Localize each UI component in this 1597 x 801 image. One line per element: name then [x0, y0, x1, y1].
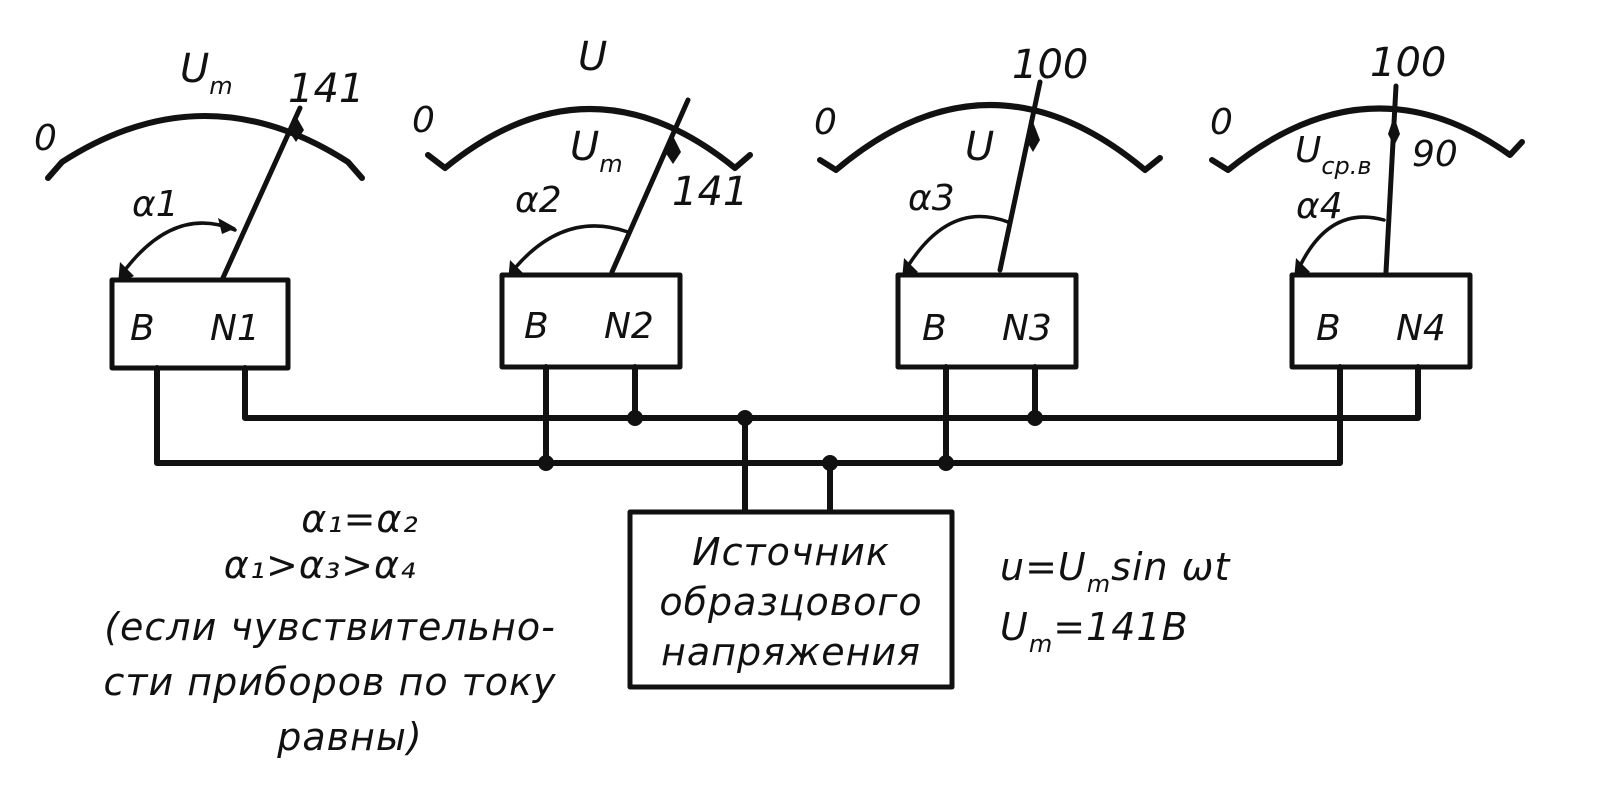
meter-4-label-n: N4 — [1396, 308, 1446, 349]
meter-3-scale-zero: 0 — [814, 102, 837, 143]
meter-1-angle-label: α1 — [132, 184, 179, 225]
source-label-line3: напряжения — [661, 630, 921, 674]
relation-note-line2: сти приборов по току — [104, 660, 557, 704]
meter-3: 0 100 U α3 B N3 — [814, 42, 1163, 370]
meter-4: 0 100 Uср.в 90 α4 B N4 — [1209, 40, 1525, 370]
meter-2-angle-label: α2 — [515, 180, 562, 221]
meter-4-scale-zero: 0 — [1210, 102, 1233, 143]
meter-1-scale-arc — [45, 113, 365, 181]
junction-dot — [822, 455, 838, 471]
meter-1-reading: 141 — [288, 66, 364, 112]
meter-2-needle — [609, 97, 691, 275]
meter-4-reading-top: 100 — [1370, 40, 1446, 86]
meter-3-body — [895, 272, 1079, 370]
relation-equality: α₁=α₂ — [301, 497, 418, 541]
meter-4-angle-arrow — [1298, 215, 1386, 268]
formula-line1: u=Umsin ωt — [1000, 545, 1231, 598]
meter-1-angle-arrow — [123, 221, 237, 272]
relation-note-line3: равны) — [276, 715, 422, 759]
meter-3-label-b: B — [922, 308, 947, 349]
meter-4-scale-arc — [1209, 105, 1525, 173]
wiring — [154, 364, 1421, 515]
relation-inequality: α₁>α₃>α₄ — [224, 543, 417, 587]
meter-3-scale-arc — [817, 102, 1163, 173]
meter-1-needle — [219, 105, 303, 283]
meter-2-scale-zero: 0 — [412, 100, 435, 141]
meter-4-angle-label: α4 — [1296, 186, 1343, 227]
relation-note-line1: (если чувствительно- — [104, 605, 556, 649]
meter-2-needle-tip — [665, 136, 681, 164]
meter-4-body — [1289, 272, 1473, 370]
meter-4-label-b: B — [1316, 308, 1341, 349]
junction-dot — [1027, 410, 1043, 426]
junction-dot — [627, 410, 643, 426]
meter-1-angle-arrowhead-2 — [218, 218, 236, 234]
meter-3-label-n: N3 — [1002, 308, 1052, 349]
meter-1-needle-tip — [288, 116, 304, 142]
meter-2: 0 U Um 141 α2 B N2 — [412, 34, 753, 370]
source-label-line2: образцового — [659, 580, 922, 624]
upper-bus-wire — [242, 364, 1421, 421]
meter-3-reading: 100 — [1012, 42, 1088, 88]
meter-2-angle-arrow — [513, 224, 630, 270]
meter-2-body — [499, 272, 683, 370]
meter-2-label-b: B — [524, 306, 549, 347]
junction-dot — [737, 410, 753, 426]
meter-2-inner-quantity: Um — [570, 124, 623, 178]
meter-1-label-b: B — [130, 308, 155, 349]
meter-2-reading: 141 — [672, 169, 748, 215]
meter-3-needle — [997, 79, 1043, 273]
lower-bus-wire — [154, 364, 1343, 466]
source-label-line1: Источник — [692, 530, 890, 574]
meter-1-label-n: N1 — [210, 308, 260, 349]
meter-2-label-n: N2 — [604, 306, 654, 347]
meter-2-quantity: U — [578, 34, 607, 80]
source-box — [627, 509, 955, 690]
junction-dot — [938, 455, 954, 471]
meter-1-scale-zero: 0 — [34, 118, 57, 159]
meter-3-needle-tip — [1026, 122, 1040, 152]
voltage-formula: u=Umsin ωt Um=141В — [1000, 545, 1231, 658]
meter-2-scale-arc — [425, 106, 753, 171]
meter-3-inner-quantity: U — [965, 124, 994, 170]
meter-1-body — [109, 277, 291, 371]
meter-1: 0 Um 141 α1 B N1 — [34, 46, 365, 371]
junction-dot — [538, 455, 554, 471]
formula-line2: Um=141В — [1000, 605, 1189, 658]
meter-4-reading-inner: 90 — [1412, 134, 1458, 175]
meter-4-needle-tip — [1388, 116, 1400, 146]
meter-4-needle — [1383, 83, 1399, 275]
reference-voltage-source: Источник образцового напряжения — [627, 509, 955, 690]
angle-relations: α₁=α₂ α₁>α₃>α₄ (если чувствительно- сти … — [104, 497, 557, 759]
meter-3-angle-arrow — [906, 214, 1010, 268]
meter-3-angle-label: α3 — [908, 178, 955, 219]
meter-4-inner-quantity: Uср.в — [1295, 130, 1372, 180]
meter-1-quantity: Um — [180, 46, 233, 100]
